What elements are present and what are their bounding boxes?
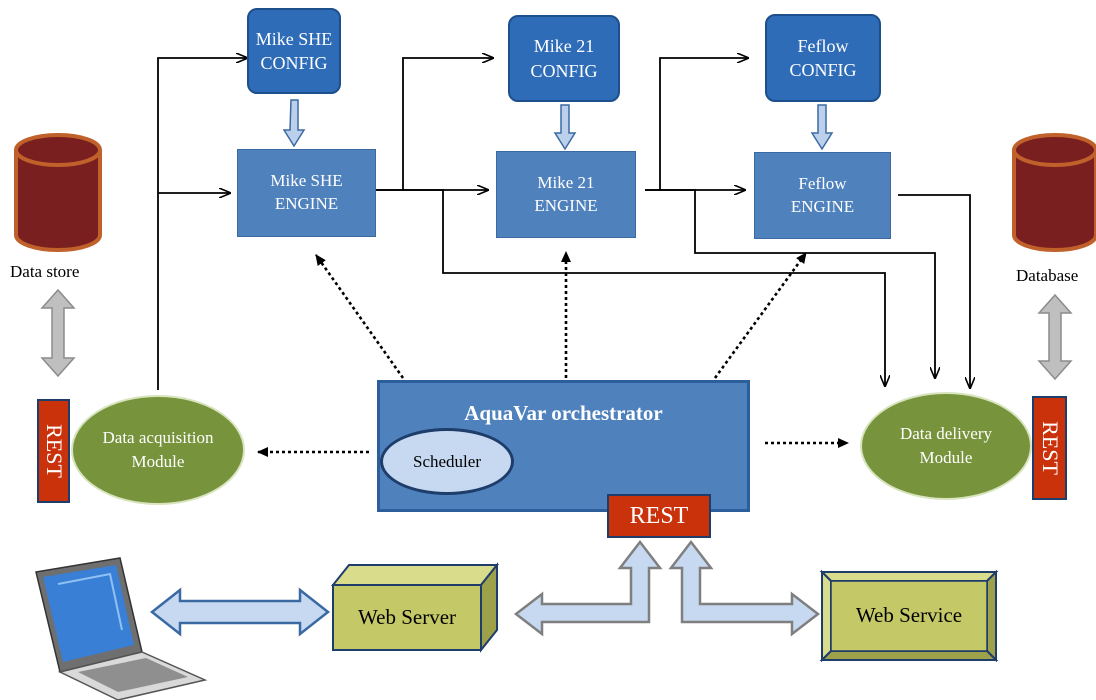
mike-she-engine-line1: Mike SHE — [270, 171, 343, 191]
data-acquisition-module: Data acquisition Module — [71, 395, 245, 505]
laptop-webserver-arrow — [149, 587, 331, 637]
mike21-config-box: Mike 21 CONFIG — [508, 15, 620, 102]
rest-badge-bottom-label: REST — [629, 502, 689, 529]
acquisition-line1: Data acquisition — [102, 428, 214, 448]
feflow-engine-line1: Feflow — [798, 173, 847, 193]
webserver-rest-arrow — [513, 539, 663, 637]
flow-lines — [157, 58, 970, 390]
feflow-config-box: Feflow CONFIG — [765, 14, 881, 102]
web-service-cube-icon — [819, 569, 999, 663]
dispatch-arrows — [257, 251, 849, 457]
rest-badge-right-label: REST — [1037, 421, 1063, 475]
rest-badge-bottom: REST — [607, 494, 711, 538]
data-store-label: Data store — [10, 262, 80, 281]
feflow-engine-box: Feflow ENGINE — [754, 152, 891, 239]
data-delivery-module: Data delivery Module — [860, 392, 1032, 500]
rest-webservice-arrow — [668, 539, 821, 637]
database-label: Database — [1016, 266, 1079, 285]
acquisition-line2: Module — [131, 452, 185, 471]
mike21-engine-box: Mike 21 ENGINE — [496, 151, 636, 238]
mike21-engine-line1: Mike 21 — [537, 172, 595, 192]
scheduler-ellipse: Scheduler — [380, 428, 514, 495]
feflow-config-line1: Feflow — [797, 35, 849, 56]
delivery-line2: Module — [919, 448, 973, 467]
mike-she-config-box: Mike SHE CONFIG — [247, 8, 341, 94]
database-link-arrow — [1037, 293, 1073, 381]
data-store-link-arrow — [40, 288, 76, 378]
rest-badge-left-label: REST — [41, 424, 67, 478]
web-server-label: Web Server — [357, 605, 457, 629]
mike-she-engine-box: Mike SHE ENGINE — [237, 149, 376, 237]
config-to-engine-arrows — [282, 99, 834, 151]
laptop-icon — [35, 557, 208, 700]
mike21-config-line1: Mike 21 — [533, 36, 595, 57]
web-server-cube-icon — [330, 562, 500, 653]
mike-she-config-line2: CONFIG — [260, 53, 328, 73]
mike21-engine-line2: ENGINE — [534, 195, 598, 215]
feflow-config-line2: CONFIG — [789, 60, 857, 80]
scheduler-label: Scheduler — [413, 451, 481, 471]
database-cylinder-icon — [1012, 133, 1096, 252]
data-store-cylinder-icon — [14, 133, 102, 252]
delivery-line1: Data delivery — [899, 424, 993, 444]
web-service-label: Web Service — [855, 603, 963, 627]
rest-badge-right: REST — [1032, 396, 1067, 500]
mike-she-engine-line2: ENGINE — [274, 194, 339, 213]
mike21-config-line2: CONFIG — [530, 60, 598, 81]
feflow-engine-line2: ENGINE — [790, 196, 855, 216]
orchestrator-title: AquaVar orchestrator — [464, 401, 663, 425]
mike-she-config-line1: Mike SHE — [255, 28, 333, 49]
rest-badge-left: REST — [37, 399, 70, 503]
